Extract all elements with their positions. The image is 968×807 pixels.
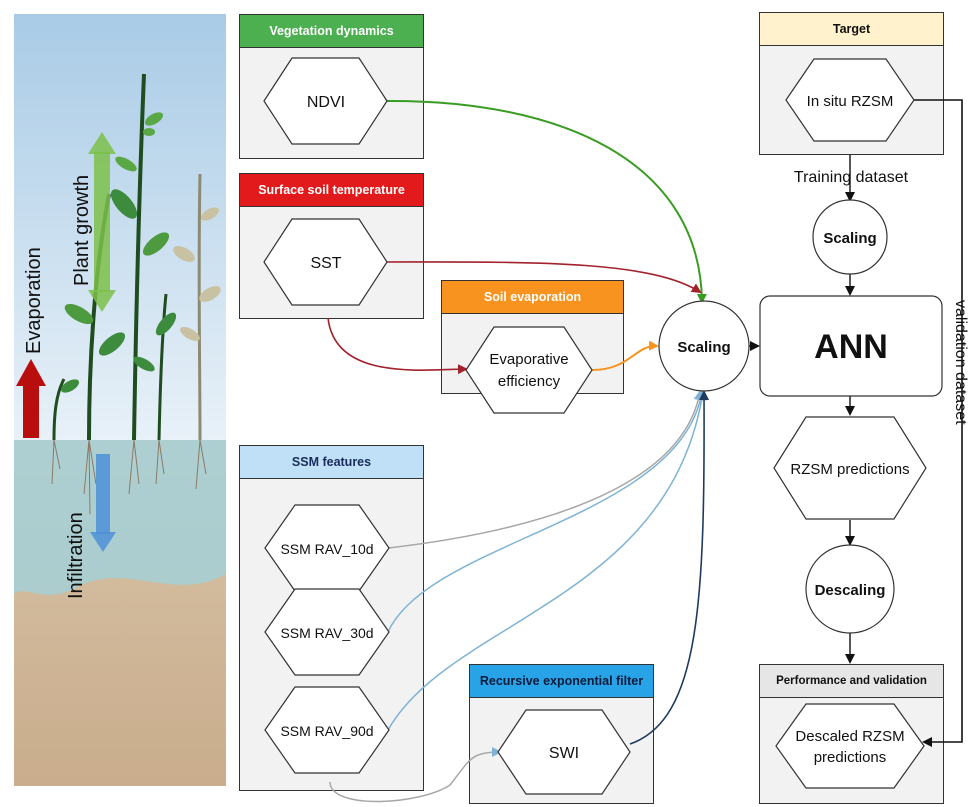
predictions-label: RZSM predictions — [790, 461, 909, 478]
ann-label: ANN — [814, 328, 888, 366]
swi-label: SWI — [549, 745, 579, 762]
sst-node: SST — [263, 218, 388, 306]
predictions-node: RZSM predictions — [773, 416, 927, 520]
plant-growth-label: Plant growth — [71, 175, 93, 286]
water-layer — [14, 440, 226, 595]
edge-evap-to-scaling — [591, 340, 659, 371]
evap-label-line1: Evaporative — [489, 351, 568, 368]
roots — [51, 439, 207, 515]
ssm90-node: SSM RAV_90d — [264, 686, 390, 774]
evap-label-line2: efficiency — [498, 373, 561, 390]
swi-node: SWI — [497, 709, 631, 795]
surface-temp-panel-title: Surface soil temperature — [240, 174, 423, 207]
scaling-right-node: Scaling — [812, 199, 888, 275]
ref-panel-title: Recursive exponential filter — [470, 665, 653, 698]
edge-ssm90-to-swi — [329, 747, 502, 803]
plant-5-dry — [173, 173, 221, 441]
ssm90-label: SSM RAV_90d — [280, 723, 373, 739]
soil-evap-panel-title: Soil evaporation — [442, 281, 623, 314]
perf-panel-title: Performance and validation — [760, 665, 943, 698]
ssm10-label: SSM RAV_10d — [280, 541, 373, 557]
descaling-label: Descaling — [815, 582, 886, 599]
edge-swi-to-scaling — [629, 390, 710, 745]
target-label: In situ RZSM — [807, 93, 894, 110]
edge-sst-to-evap — [327, 317, 468, 375]
infiltration-label: Infiltration — [65, 512, 87, 599]
ssm30-node: SSM RAV_30d — [264, 588, 390, 676]
ssm-panel-title: SSM features — [240, 446, 423, 479]
plant-4 — [133, 293, 177, 441]
ndvi-node: NDVI — [263, 57, 388, 145]
plant-3 — [110, 73, 170, 441]
perf-label-line2: predictions — [814, 749, 887, 766]
ref-panel: Recursive exponential filter — [469, 664, 654, 804]
edge-ssm90-to-scaling — [387, 390, 707, 731]
edge-ssm30-to-scaling — [387, 390, 706, 633]
scaling-center-label: Scaling — [677, 339, 730, 356]
target-panel-title: Target — [760, 13, 943, 46]
infiltration-arrow — [90, 454, 116, 552]
ann-node: ANN — [759, 295, 943, 397]
edge-ndvi-to-scaling — [386, 99, 707, 304]
ssm10-node: SSM RAV_10d — [264, 504, 390, 592]
edge-sst-to-scaling — [384, 261, 702, 294]
perf-label-line1: Descaled RZSM — [795, 728, 904, 745]
validation-dataset-label: validation dataset — [952, 300, 968, 425]
ndvi-label: NDVI — [307, 94, 345, 111]
scaling-center-node: Scaling — [658, 300, 750, 392]
evap-node: Evaporative efficiency — [465, 326, 593, 414]
descaling-node: Descaling — [805, 544, 895, 634]
edge-ssm10-to-scaling — [387, 390, 704, 549]
target-node: In situ RZSM — [785, 58, 915, 142]
ssm30-label: SSM RAV_30d — [280, 625, 373, 641]
sst-label: SST — [310, 255, 341, 272]
soil-plant-illustration: Evaporation Plant growth Infiltration — [14, 14, 226, 786]
plant-1 — [52, 378, 80, 441]
vegetation-panel-title: Vegetation dynamics — [240, 15, 423, 48]
evaporation-arrow — [16, 359, 46, 438]
scaling-right-label: Scaling — [823, 230, 876, 247]
plant-growth-arrow — [88, 132, 116, 312]
sky — [14, 14, 226, 440]
training-dataset-label: Training dataset — [794, 169, 909, 186]
edge-validation-path — [914, 99, 963, 747]
perf-node: Descaled RZSM predictions — [775, 703, 925, 789]
evaporation-label: Evaporation — [23, 247, 45, 354]
